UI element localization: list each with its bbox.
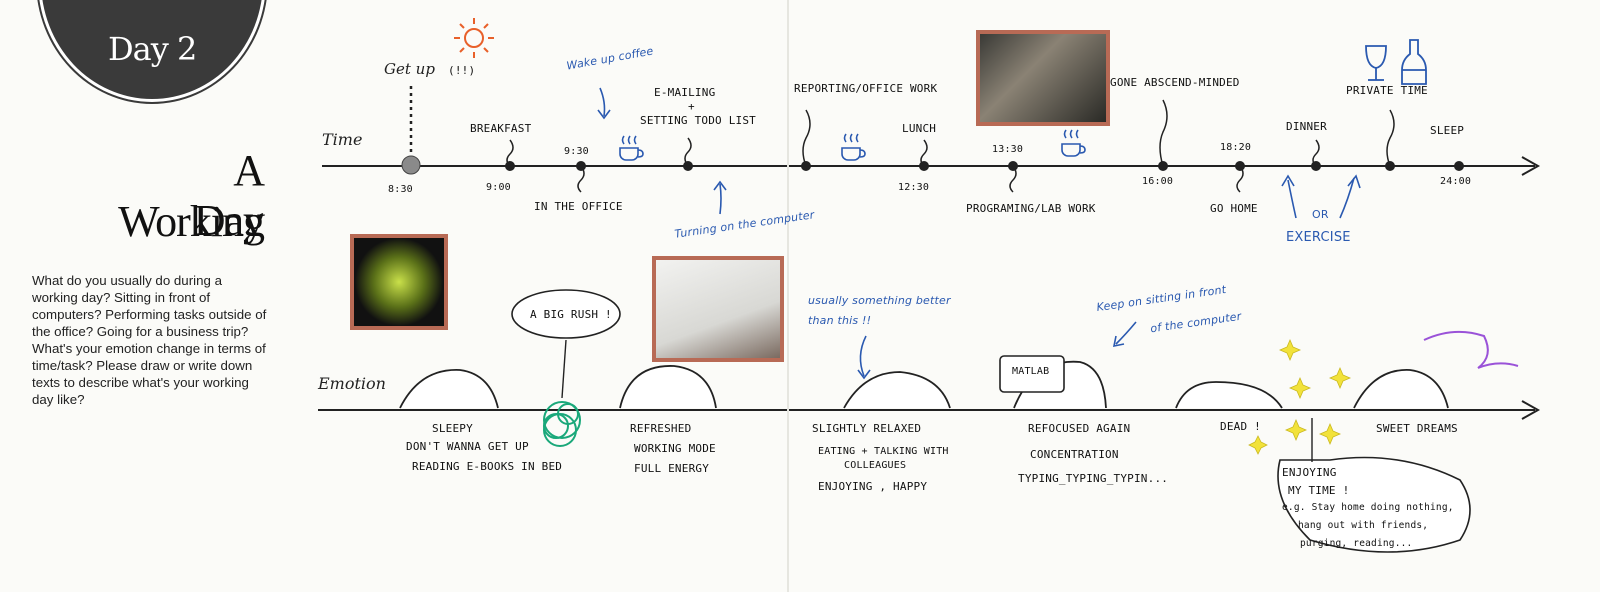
refocused-line1: REFOCUSED AGAIN — [1028, 422, 1131, 435]
coffee-cup-icon — [619, 135, 644, 161]
relaxed-line2: EATING + TALKING WITH — [818, 446, 949, 457]
bottle-icon — [1401, 39, 1427, 85]
time-axis-label: Time — [322, 130, 363, 149]
absent-label: GONE ABSCEND-MINDED — [1110, 76, 1240, 89]
lunch-label: LUNCH — [902, 122, 937, 135]
enjoying-line2: MY TIME ! — [1288, 484, 1350, 497]
time-0830: 8:30 — [388, 184, 413, 195]
plus-label: + — [688, 100, 695, 113]
dot-sleep — [1454, 161, 1464, 171]
photo-notebook — [652, 256, 784, 362]
reporting-label: REPORTING/OFFICE WORK — [794, 82, 938, 95]
refreshed-line1: REFRESHED — [630, 422, 692, 435]
coffee-cup-icon-3 — [1061, 129, 1086, 157]
sleepy-blob — [399, 369, 499, 409]
emailing-label: E-MAILING — [654, 86, 716, 99]
emotion-axis-arrow — [1521, 400, 1541, 420]
time-1600: 16:00 — [1142, 176, 1174, 187]
enjoying-line5: purging, reading... — [1300, 538, 1413, 549]
sleepy-line3: READING E-BOOKS IN BED — [412, 460, 563, 473]
emotion-axis-label: Emotion — [318, 374, 386, 393]
refreshed-line2: WORKING MODE — [634, 442, 716, 455]
enjoying-bubble — [1277, 456, 1471, 553]
photo-leaf — [350, 234, 448, 330]
time-axis-arrow — [1521, 156, 1541, 176]
matlab-text: MATLAB — [1012, 366, 1050, 377]
refocused-line3: TYPING_TYPING_TYPIN... — [1018, 472, 1169, 485]
sweet-dreams-text: SWEET DREAMS — [1376, 422, 1458, 435]
sleep-label: SLEEP — [1430, 124, 1465, 137]
purple-sketch — [1423, 330, 1519, 369]
time-2400: 24:00 — [1440, 176, 1472, 187]
day-label: Day 2 — [108, 30, 197, 68]
intro-text: What do you usually do during a working … — [32, 273, 267, 407]
relaxed-blob — [843, 371, 951, 409]
dead-blob — [1175, 381, 1283, 409]
getup-mark: (!!) — [448, 64, 476, 77]
page-title-line2: Day — [193, 196, 265, 245]
relaxed-line4: ENJOYING , HAPPY — [818, 480, 928, 493]
dinner-label: DINNER — [1286, 120, 1327, 133]
sweet-blob — [1353, 369, 1449, 409]
big-rush-text: A BIG RUSH ! — [530, 308, 612, 321]
refreshed-blob — [619, 365, 717, 409]
enjoying-line3: e.g. Stay home doing nothing, — [1282, 502, 1454, 513]
breakfast-label: BREAKFAST — [470, 122, 532, 135]
time-1820: 18:20 — [1220, 142, 1252, 153]
todo-label: SETTING TODO LIST — [640, 114, 756, 127]
enjoying-line1: ENJOYING — [1282, 466, 1337, 479]
coffee-cup-icon-2 — [841, 133, 866, 161]
dot-0830 — [401, 155, 421, 175]
in-office-label: IN THE OFFICE — [534, 200, 623, 213]
time-0900: 9:00 — [486, 182, 511, 193]
enjoying-line4: hang out with friends, — [1298, 520, 1429, 531]
laptop-icon — [999, 355, 1065, 393]
page-title: A Working — [118, 146, 265, 246]
or-label: OR — [1312, 208, 1329, 221]
go-home-label: GO HOME — [1210, 202, 1258, 215]
relaxed-line1: SLIGHTLY RELAXED — [812, 422, 922, 435]
refocused-line2: CONCENTRATION — [1030, 448, 1119, 461]
time-1230: 12:30 — [898, 182, 930, 193]
relaxed-line3: COLLEAGUES — [844, 460, 907, 471]
exercise-label: EXERCISE — [1286, 230, 1351, 245]
sleepy-line1: SLEEPY — [432, 422, 473, 435]
wine-glass-icon — [1365, 45, 1387, 81]
refreshed-line3: FULL ENERGY — [634, 462, 710, 475]
time-0930: 9:30 — [564, 146, 589, 157]
sparkles — [1248, 338, 1352, 455]
big-rush-bubble — [511, 289, 621, 339]
sun-icon — [454, 18, 494, 58]
usually-better-line1: usually something better — [808, 294, 951, 307]
green-scribble — [543, 401, 581, 447]
sleepy-line2: DON'T WANNA GET UP — [406, 440, 529, 453]
programming-label: PROGRAMING/LAB WORK — [966, 202, 1096, 215]
usually-better-line2: than this !! — [808, 314, 872, 327]
photo-gears — [976, 30, 1110, 126]
time-1330: 13:30 — [992, 144, 1024, 155]
dead-text: DEAD ! — [1220, 420, 1261, 433]
getup-label: Get up — [384, 60, 435, 78]
private-label: PRIVATE TIME — [1346, 84, 1428, 97]
